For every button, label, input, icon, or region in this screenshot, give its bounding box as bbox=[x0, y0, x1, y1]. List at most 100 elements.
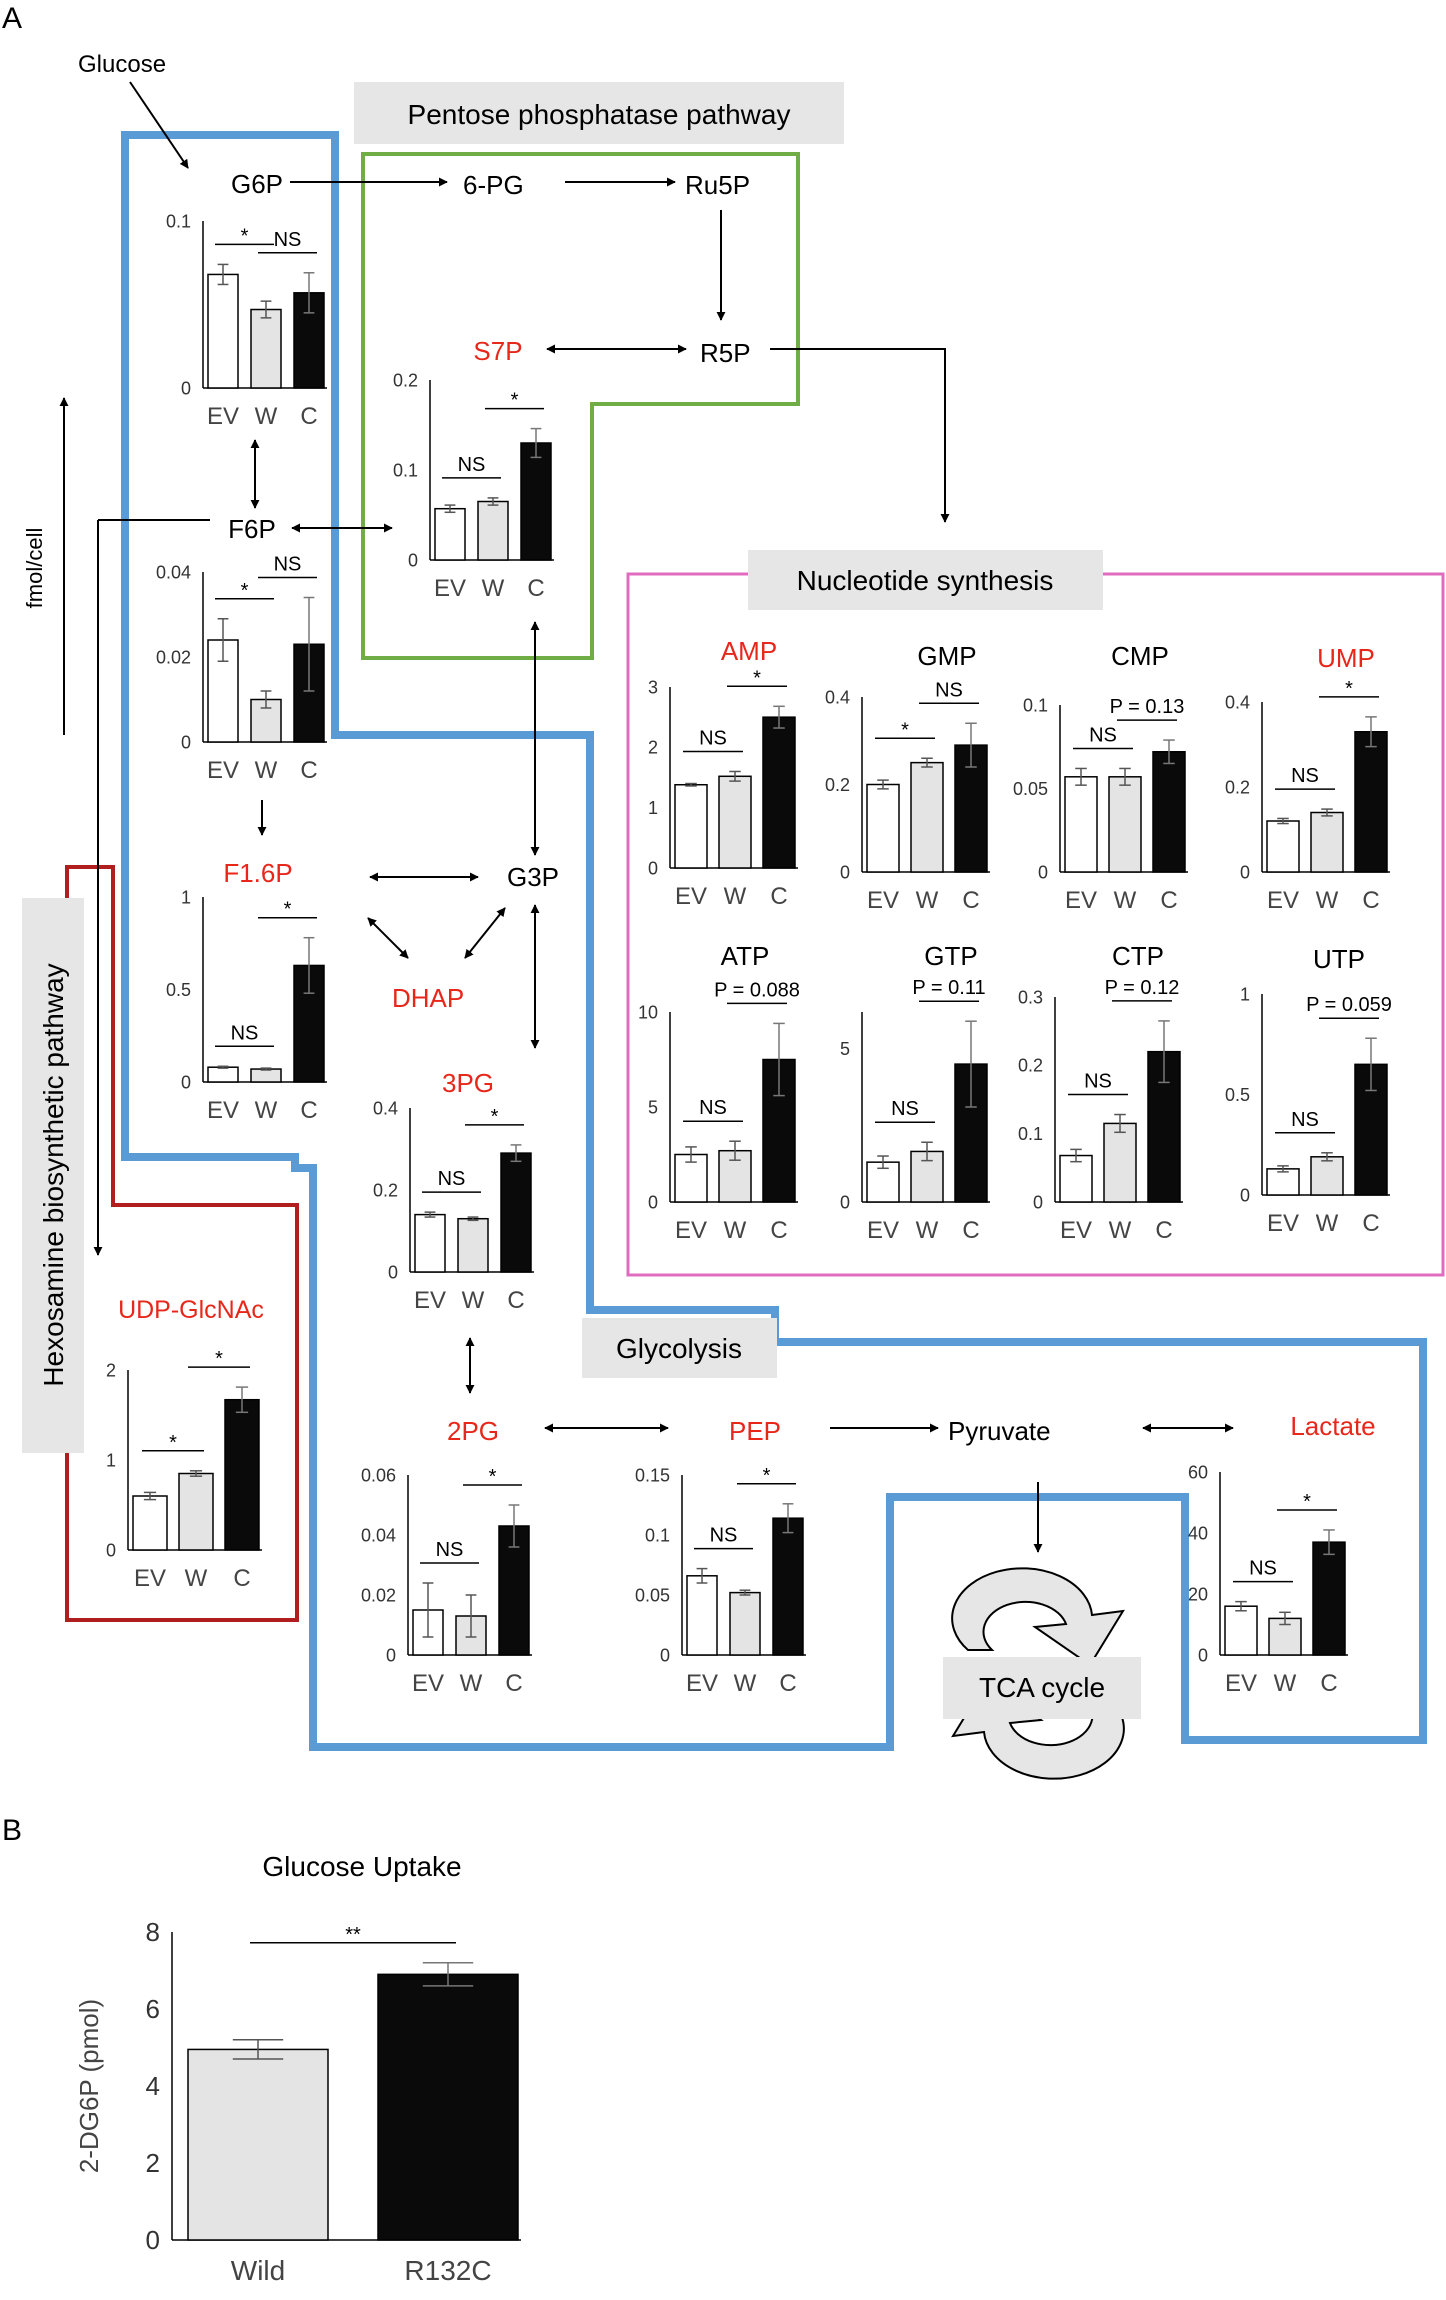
error-bar-s7p-W bbox=[487, 497, 499, 506]
error-bar-gtp-W bbox=[921, 1141, 933, 1162]
error-bar-cmp-C bbox=[1163, 739, 1175, 765]
category-label-uptake-1: R132C bbox=[404, 2255, 491, 2286]
y-tick-s7p-0: 0 bbox=[408, 550, 418, 570]
category-label-lactate-0: EV bbox=[1225, 1670, 1257, 1697]
bar-f16p-W bbox=[250, 1068, 282, 1083]
y-tick-f16p-1: 0.5 bbox=[166, 980, 191, 1000]
category-label-pep-1: W bbox=[734, 1670, 757, 1697]
sig-label-udp-1: * bbox=[215, 1348, 223, 1370]
category-label-pep-0: EV bbox=[686, 1670, 718, 1697]
y-tick-gmp-0: 0 bbox=[840, 862, 850, 882]
chart-title-utp: UTP bbox=[1313, 944, 1365, 974]
nucleotide-label: Nucleotide synthesis bbox=[748, 550, 1103, 610]
error-bar-pg2-W bbox=[465, 1594, 477, 1638]
category-label-g6p-1: W bbox=[255, 403, 278, 430]
sig-label-gmp-0: * bbox=[901, 719, 909, 741]
chart-title-pg2: 2PG bbox=[447, 1416, 499, 1446]
y-tick-lactate-2: 40 bbox=[1188, 1523, 1208, 1543]
sig-label-lactate-0: NS bbox=[1249, 1558, 1277, 1580]
category-label-amp-2: C bbox=[770, 883, 787, 910]
bar-udp-W bbox=[178, 1472, 214, 1551]
y-tick-pg2-0: 0 bbox=[386, 1645, 396, 1665]
category-label-udp-2: C bbox=[233, 1565, 250, 1592]
y-tick-f6p-0: 0 bbox=[181, 732, 191, 752]
tca-cycle-box bbox=[943, 1657, 1141, 1719]
svg-text:Pentose phosphatase pathway: Pentose phosphatase pathway bbox=[408, 99, 791, 130]
bar-g6p-W bbox=[250, 308, 282, 389]
y-tick-pep-0: 0 bbox=[660, 1645, 670, 1665]
y-tick-amp-0: 0 bbox=[648, 858, 658, 878]
arrow-f16p-dhap bbox=[367, 917, 409, 959]
y-tick-ctp-2: 0.2 bbox=[1018, 1056, 1043, 1076]
y-tick-uptake-0: 0 bbox=[146, 2225, 160, 2255]
sig-label-uptake-0: ** bbox=[345, 1924, 361, 1946]
error-bar-gtp-C bbox=[965, 1020, 977, 1108]
category-label-ump-2: C bbox=[1362, 887, 1379, 914]
sig-label-g6p-1: NS bbox=[274, 229, 302, 251]
tca-cycle-arrow-top bbox=[951, 1567, 1125, 1667]
error-bar-f16p-C bbox=[303, 936, 315, 994]
bar-udp-C bbox=[224, 1398, 260, 1551]
bar-f16p-EV bbox=[207, 1066, 239, 1083]
bar-cmp-C bbox=[1152, 751, 1186, 873]
y-tick-ctp-1: 0.1 bbox=[1018, 1124, 1043, 1144]
category-label-lactate-2: C bbox=[1320, 1670, 1337, 1697]
y-tick-utp-2: 1 bbox=[1240, 984, 1250, 1004]
error-bar-pep-W bbox=[739, 1589, 751, 1596]
error-bar-gmp-C bbox=[965, 722, 977, 768]
bar-s7p-C bbox=[520, 442, 552, 561]
category-label-f16p-2: C bbox=[300, 1097, 317, 1124]
panel-label-b: B bbox=[2, 1814, 22, 1847]
metabolite-6pg: 6-PG bbox=[463, 170, 524, 200]
category-label-pg3-2: C bbox=[507, 1287, 524, 1314]
y-tick-amp-1: 1 bbox=[648, 798, 658, 818]
y-tick-cmp-1: 0.05 bbox=[1013, 779, 1048, 799]
sig-label-cmp-1: P = 0.13 bbox=[1110, 696, 1185, 718]
bar-amp-EV bbox=[674, 783, 708, 869]
category-label-gtp-0: EV bbox=[867, 1217, 899, 1244]
chart-title-gmp: GMP bbox=[917, 641, 976, 671]
error-bar-f6p-W bbox=[260, 690, 272, 709]
y-tick-uptake-4: 8 bbox=[146, 1917, 160, 1947]
bar-uptake-R132C bbox=[377, 1973, 519, 2241]
sig-label-ump-1: * bbox=[1345, 678, 1353, 700]
sig-label-amp-1: * bbox=[753, 667, 761, 689]
bar-utp-W bbox=[1310, 1156, 1344, 1196]
y-tick-f6p-2: 0.04 bbox=[156, 562, 191, 582]
y-tick-g6p-0: 0 bbox=[181, 378, 191, 398]
glycolysis-outline bbox=[121, 131, 1427, 1751]
category-label-amp-1: W bbox=[724, 883, 747, 910]
error-bar-g6p-W bbox=[260, 300, 272, 319]
metabolite-pyruvate: Pyruvate bbox=[948, 1416, 1051, 1446]
sig-label-pg3-0: NS bbox=[438, 1168, 466, 1190]
chart-title-f16p: F1.6P bbox=[223, 858, 292, 888]
y-tick-gtp-0: 0 bbox=[840, 1192, 850, 1212]
chart-title-pep: PEP bbox=[729, 1416, 781, 1446]
sig-label-f6p-1: NS bbox=[274, 554, 302, 576]
error-bar-ctp-W bbox=[1114, 1113, 1126, 1134]
bar-pg3-W bbox=[457, 1217, 489, 1273]
y-tick-pep-3: 0.15 bbox=[635, 1465, 670, 1485]
error-bar-pep-EV bbox=[696, 1567, 708, 1584]
y-tick-lactate-3: 60 bbox=[1188, 1462, 1208, 1482]
pathway-arrows bbox=[93, 81, 1234, 1553]
y-tick-pg2-3: 0.06 bbox=[361, 1465, 396, 1485]
category-label-gmp-1: W bbox=[916, 887, 939, 914]
bar-pep-W bbox=[729, 1591, 761, 1656]
error-bar-ump-C bbox=[1365, 716, 1377, 748]
sig-label-ump-0: NS bbox=[1291, 765, 1319, 787]
y-tick-ctp-3: 0.3 bbox=[1018, 987, 1043, 1007]
y-tick-g6p-1: 0.1 bbox=[166, 211, 191, 231]
error-bar-pg3-C bbox=[510, 1144, 522, 1163]
sig-label-ctp-0: NS bbox=[1084, 1071, 1112, 1093]
y-tick-cmp-0: 0 bbox=[1038, 862, 1048, 882]
bar-gmp-EV bbox=[866, 783, 900, 873]
error-bar-f16p-EV bbox=[217, 1065, 229, 1069]
